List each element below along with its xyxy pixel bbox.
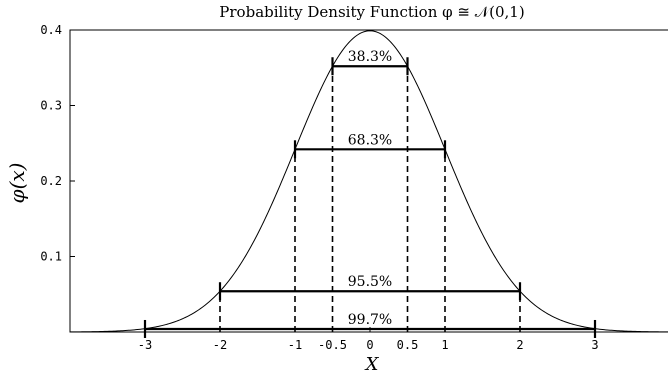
interval-label: 99.7%: [348, 312, 392, 328]
x-tick-label: -0.5: [318, 338, 347, 352]
chart-title: Probability Density Function φ ≅ 𝒩(0,1): [219, 3, 524, 21]
y-tick-label: 0.4: [40, 23, 62, 37]
x-tick-label: -1: [288, 338, 302, 352]
x-tick-label: 3: [591, 338, 598, 352]
interval-label: 68.3%: [348, 132, 392, 148]
x-tick-label: 2: [516, 338, 523, 352]
x-axis-label: X: [364, 354, 380, 375]
interval-label: 38.3%: [348, 49, 392, 65]
y-tick-label: 0.1: [40, 250, 62, 264]
interval-label: 95.5%: [348, 274, 392, 290]
y-axis-label: φ(x): [5, 163, 29, 204]
x-tick-label: -2: [213, 338, 227, 352]
y-tick-label: 0.2: [40, 174, 62, 188]
x-tick-label: 0.5: [397, 338, 419, 352]
x-tick-label: 0: [366, 338, 373, 352]
x-tick-label: -3: [138, 338, 152, 352]
y-tick-label: 0.3: [40, 99, 62, 113]
x-tick-label: 1: [441, 338, 448, 352]
density-curve: [69, 30, 668, 333]
